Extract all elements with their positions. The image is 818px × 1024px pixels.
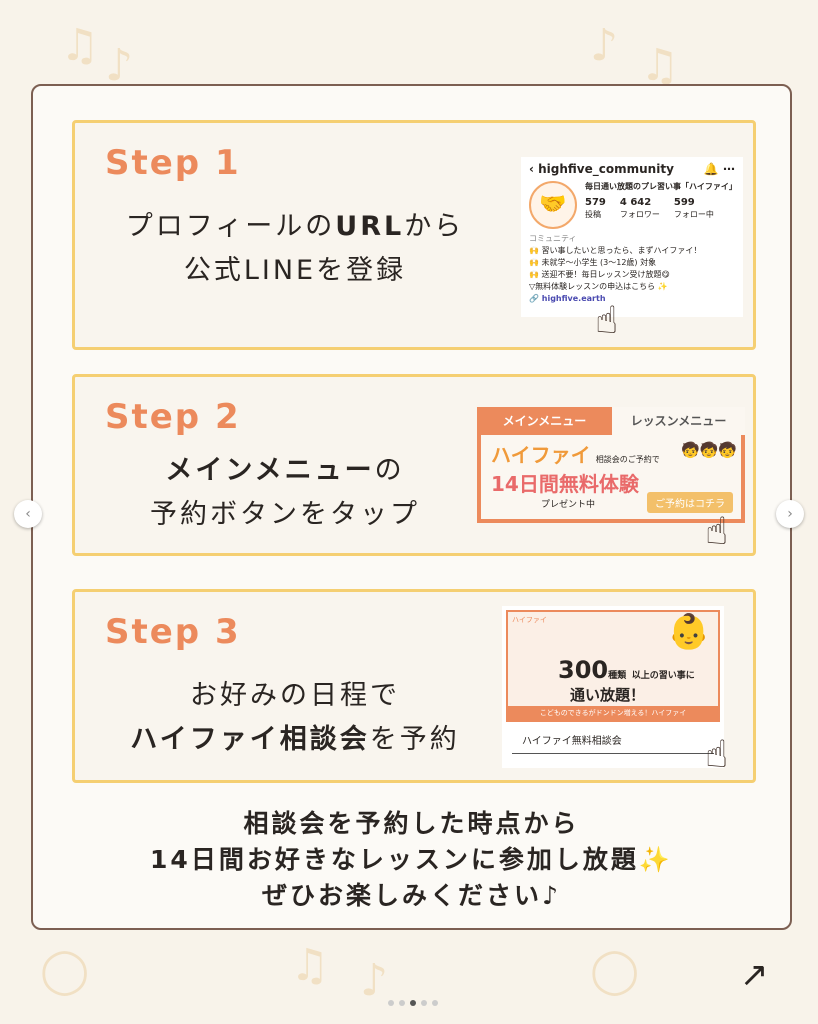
step-title: Step 3: [105, 612, 241, 652]
music-note-icon: ♪: [105, 40, 134, 91]
step-text: プロフィールのURLから 公式LINEを登録: [125, 211, 465, 286]
tap-hand-icon: ☝: [705, 732, 729, 776]
avatar: 🤝: [529, 181, 577, 229]
apple-icon: ◯: [590, 945, 640, 996]
prev-slide-button[interactable]: ‹: [14, 500, 42, 528]
consultation-screenshot: ハイファイ 👶 300種類 以上の習い事に 通い放題！ こどものできるがドンドン…: [502, 606, 724, 768]
step-text: メインメニューの 予約ボタンをタップ: [150, 455, 420, 530]
rich-menu-screenshot: メインメニュー レッスンメニュー ハイファイ 相談会のご予約で 14日間無料体験…: [477, 407, 745, 523]
music-note-icon: ♫: [640, 40, 680, 91]
page-dot: [388, 1000, 394, 1006]
step-2: Step 2 メインメニューの 予約ボタンをタップ メインメニュー レッスンメニ…: [72, 374, 756, 556]
bell-icon: 🔔 ⋯: [703, 162, 735, 176]
page-dot: [399, 1000, 405, 1006]
steps-card: Step 1 プロフィールのURLから 公式LINEを登録 ‹ highfive…: [31, 84, 792, 930]
music-note-icon: ♫: [60, 20, 100, 71]
music-note-icon: ♪: [590, 20, 619, 71]
step-1: Step 1 プロフィールのURLから 公式LINEを登録 ‹ highfive…: [72, 120, 756, 350]
tap-hand-icon: ☝: [705, 509, 729, 553]
profile-link[interactable]: 🔗 highfive.earth: [529, 294, 606, 303]
tap-hand-icon: ☝: [595, 298, 619, 342]
step-text: お好みの日程で ハイファイ相談会を予約: [130, 680, 460, 755]
step-title: Step 1: [105, 143, 241, 183]
step-3: Step 3 お好みの日程で ハイファイ相談会を予約 ハイファイ 👶 300種類…: [72, 589, 756, 783]
kids-illustration: 🧒🧒🧒: [680, 441, 737, 459]
page-dot: [432, 1000, 438, 1006]
child-photo: 👶: [667, 612, 710, 652]
music-note-icon: ♪: [360, 955, 389, 1006]
swipe-arrow-icon: ↗: [740, 955, 769, 995]
page-dot-active: [410, 1000, 416, 1006]
reserve-button[interactable]: ご予約はコチラ: [647, 492, 733, 513]
step-title: Step 2: [105, 397, 241, 437]
instagram-profile-screenshot: ‹ highfive_community🔔 ⋯ 🤝 毎日通い放題のプレ習い事「ハ…: [521, 157, 743, 317]
next-slide-button[interactable]: ›: [776, 500, 804, 528]
pagination-dots: [388, 1000, 438, 1006]
page-dot: [421, 1000, 427, 1006]
footer-message: 相談会を予約した時点から 14日間お好きなレッスンに参加し放題✨ ぜひお楽しみく…: [150, 809, 673, 910]
apple-icon: ◯: [40, 945, 90, 996]
music-note-icon: ♫: [290, 940, 330, 991]
consultation-item[interactable]: ハイファイ無料相談会: [512, 726, 714, 754]
